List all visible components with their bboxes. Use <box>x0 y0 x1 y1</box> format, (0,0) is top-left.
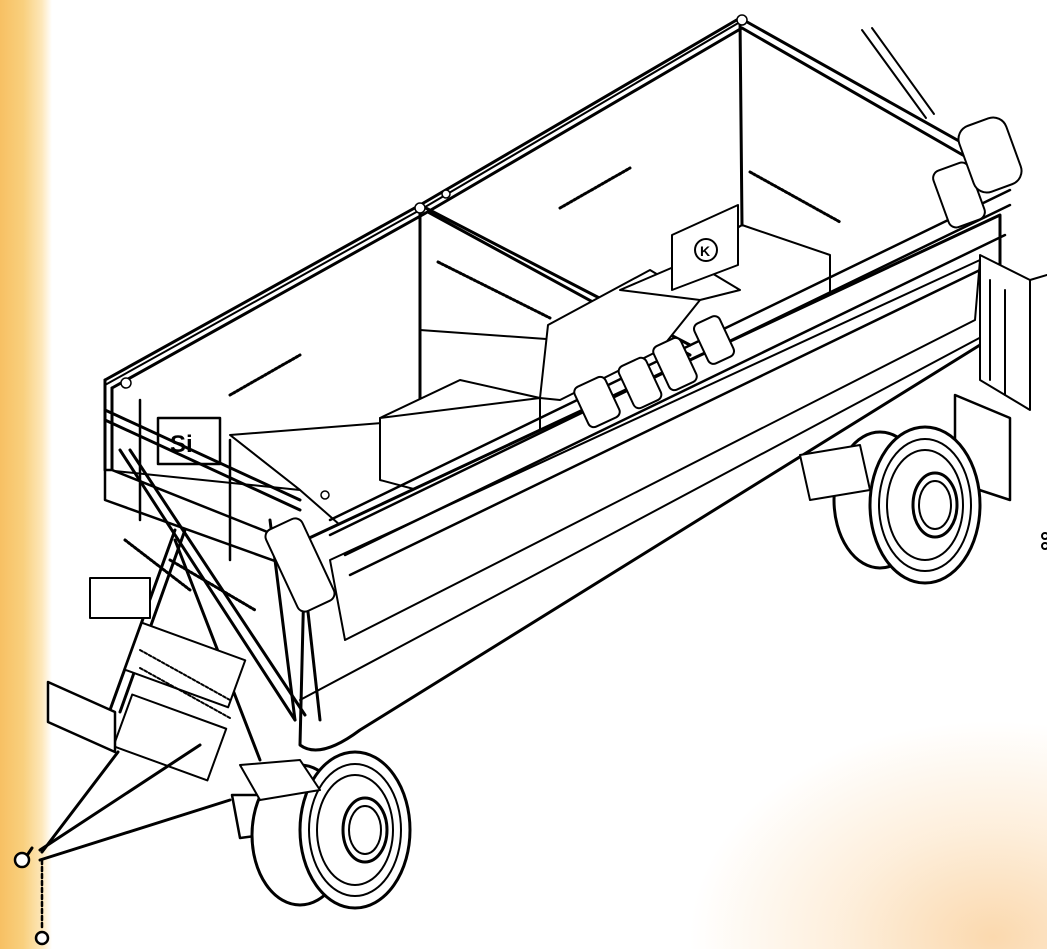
axle-supports <box>239 444 871 801</box>
frame-bolts <box>120 14 748 500</box>
k-badge-label: K <box>700 243 710 259</box>
orange-side-band <box>0 0 52 949</box>
front-braces <box>108 448 322 762</box>
front-bulkhead: K <box>671 204 739 291</box>
serration-strips <box>123 166 842 612</box>
tarp-rods <box>861 27 935 119</box>
drawbar-eye <box>13 851 50 946</box>
drawbar <box>22 743 232 862</box>
rear-end <box>979 254 1047 411</box>
rear-wheel-outer <box>868 425 982 585</box>
edge-mark <box>1041 532 1047 550</box>
front-wheel-outer <box>298 750 412 910</box>
front-frame: Si <box>103 398 302 572</box>
orange-corner-glow <box>687 719 1047 949</box>
hinge-assemblies <box>573 116 1023 429</box>
front-mechanism <box>89 517 336 782</box>
